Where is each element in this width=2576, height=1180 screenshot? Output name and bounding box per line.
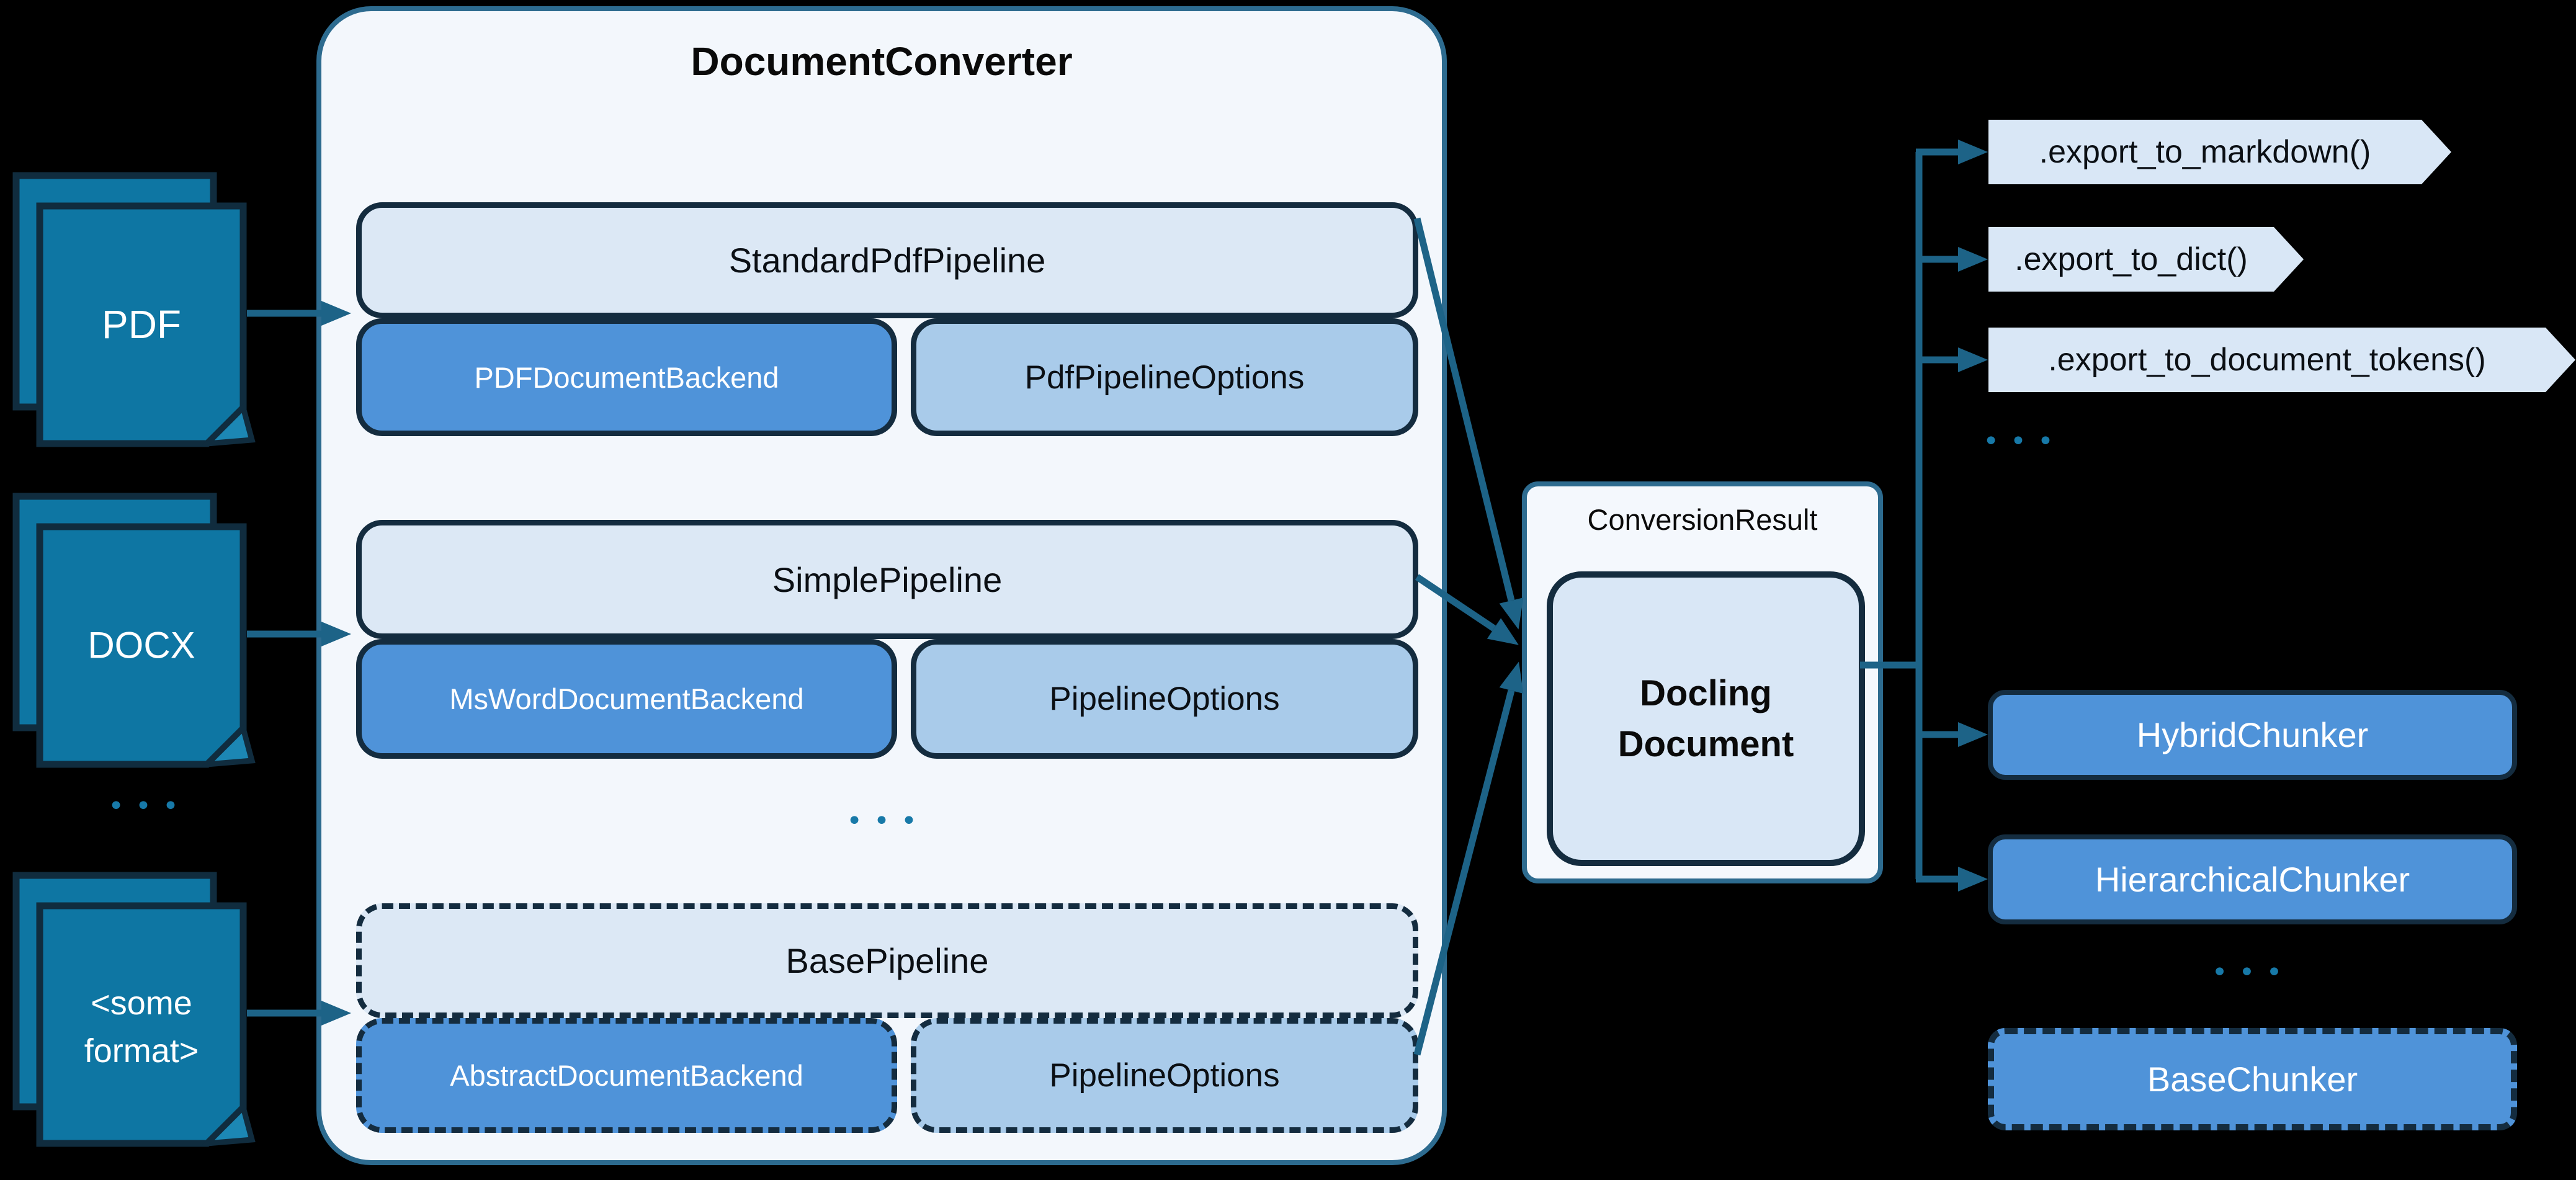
- pipeline-options-box: PipelineOptions: [911, 639, 1418, 759]
- some-format-label-line1: <some: [91, 985, 192, 1022]
- simple-pipeline-box: SimplePipeline: [356, 520, 1418, 639]
- docling-document-line1: Docling: [1640, 673, 1772, 714]
- converter-ellipsis: •••: [846, 805, 928, 837]
- export-to-markdown-tag: .export_to_markdown(): [1988, 120, 2451, 184]
- base-pipeline-box: BasePipeline: [356, 903, 1418, 1018]
- export-to-document-tokens-tag: .export_to_document_tokens(): [1988, 328, 2575, 392]
- some-format-label-line2: format>: [84, 1032, 199, 1070]
- standard-pdf-pipeline-box: StandardPdfPipeline: [356, 202, 1418, 318]
- abstract-document-backend-box: AbstractDocumentBackend: [356, 1018, 897, 1133]
- conversion-result-box: ConversionResult Docling Document: [1522, 481, 1883, 883]
- base-chunker-box: BaseChunker: [1988, 1028, 2517, 1130]
- docling-document-line2: Document: [1617, 723, 1794, 764]
- inputs-ellipsis: •••: [108, 790, 190, 822]
- msword-document-backend-box: MsWordDocumentBackend: [356, 639, 897, 759]
- docling-document-box: Docling Document: [1547, 571, 1865, 866]
- docx-label: DOCX: [87, 625, 195, 666]
- pdf-document-backend-box: PDFDocumentBackend: [356, 318, 897, 436]
- exports-ellipsis: •••: [1983, 426, 2065, 457]
- pdf-documents-icon: PDF: [12, 172, 256, 447]
- hybrid-chunker-box: HybridChunker: [1988, 690, 2517, 780]
- some-format-front-page: [36, 902, 247, 1147]
- export-to-dict-tag: .export_to_dict(): [1988, 227, 2304, 292]
- chunkers-ellipsis: •••: [2211, 957, 2294, 988]
- some-format-page-fold: [200, 1102, 256, 1147]
- pdf-pipeline-options-box: PdfPipelineOptions: [911, 318, 1418, 436]
- base-pipeline-options-box: PipelineOptions: [911, 1018, 1418, 1133]
- some-format-documents-icon: <some format>: [12, 872, 256, 1147]
- hierarchical-chunker-box: HierarchicalChunker: [1988, 834, 2517, 924]
- conversion-result-label: ConversionResult: [1587, 503, 1818, 536]
- document-converter-title: DocumentConverter: [691, 39, 1073, 84]
- pdf-label: PDF: [102, 302, 181, 347]
- pdf-page-fold: [200, 402, 256, 447]
- docx-page-fold: [200, 723, 256, 768]
- docx-documents-icon: DOCX: [12, 493, 256, 768]
- document-converter-container: DocumentConverter StandardPdfPipeline PD…: [316, 6, 1447, 1165]
